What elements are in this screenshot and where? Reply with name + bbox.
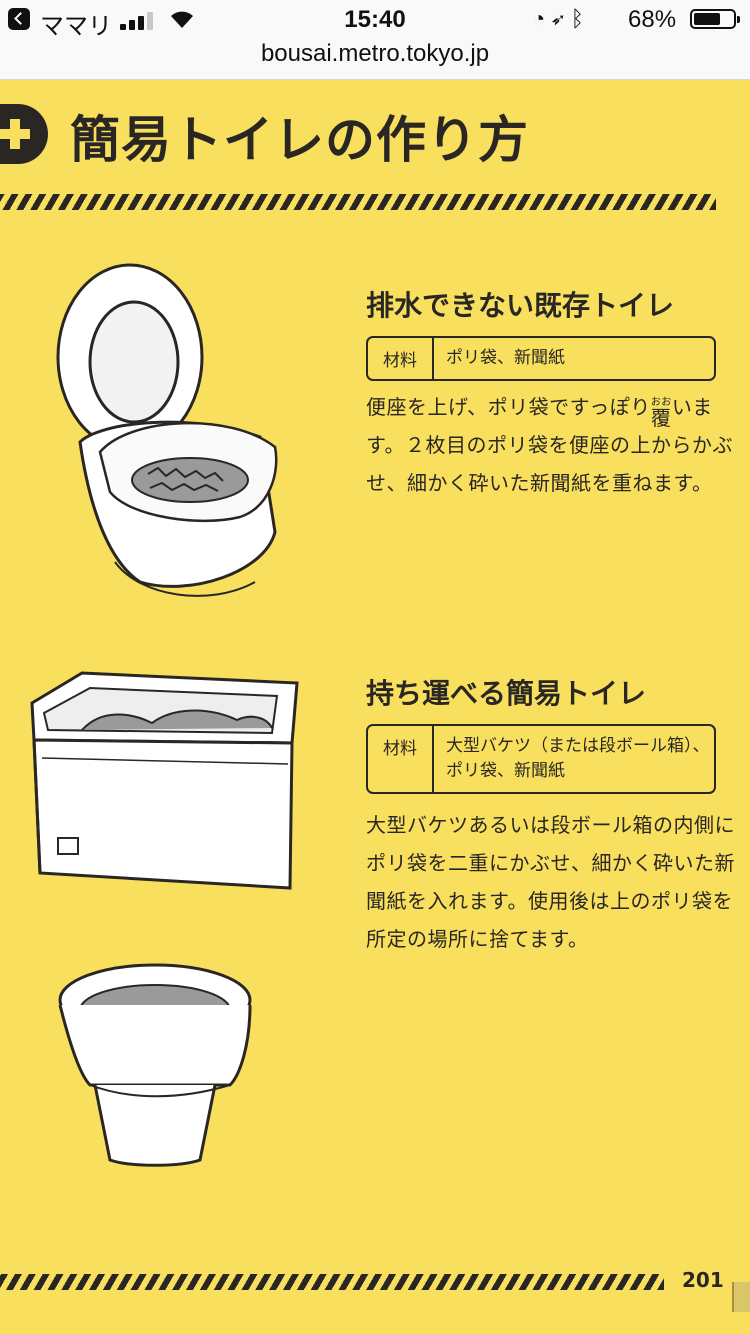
section-title: 持ち運べる簡易トイレ xyxy=(366,677,647,710)
page-title: 簡易トイレの作り方 xyxy=(70,111,529,169)
body-text: 便座を上げ、ポリ袋ですっぽり xyxy=(366,395,651,419)
location-icon: ➶ xyxy=(551,6,565,31)
ruby-reading: おお xyxy=(650,397,672,408)
materials-value: 大型バケツ（または段ボール箱）、 ポリ袋、新聞紙 xyxy=(434,726,710,792)
cellular-signal-icon xyxy=(120,10,156,30)
battery-level xyxy=(694,13,720,25)
section-body: 便座を上げ、ポリ袋ですっぽりおお覆います。２枚目のポリ袋を便座の上からかぶせ、細… xyxy=(366,388,736,502)
ruby-base: 覆 xyxy=(650,406,672,430)
orientation-lock-icon: ◔ xyxy=(532,6,546,31)
status-indicators: ◔ ➶ ᛒ xyxy=(532,6,584,32)
battery-icon xyxy=(690,9,740,29)
battery-percentage: 68% xyxy=(628,6,677,33)
wifi-icon xyxy=(171,11,193,28)
section-title: 排水できない既存トイレ xyxy=(366,289,675,322)
section-body: 大型バケツあるいは段ボール箱の内側にポリ袋を二重にかぶせ、細かく砕いた新聞紙を入… xyxy=(366,813,735,951)
materials-box: 材料 ポリ袋、新聞紙 xyxy=(366,336,716,381)
status-bar: ママリ 15:40 ◔ ➶ ᛒ 68% xyxy=(0,0,750,40)
materials-label: 材料 xyxy=(368,338,434,379)
hazard-stripe-divider xyxy=(0,1274,664,1290)
back-app-label[interactable]: ママリ xyxy=(40,13,112,40)
bluetooth-icon: ᛒ xyxy=(570,6,584,31)
body-text-continued: います。２枚目のポリ袋を便座の上からかぶせ、細かく砕いた新聞紙を重ねます。 xyxy=(366,395,733,495)
materials-box: 材料 大型バケツ（または段ボール箱）、 ポリ袋、新聞紙 xyxy=(366,724,716,794)
clock: 15:40 xyxy=(344,6,406,33)
bucket-toilet-illustration xyxy=(58,963,252,1167)
plus-cross-icon xyxy=(0,104,48,164)
back-to-app-icon[interactable] xyxy=(8,8,30,30)
hazard-stripe-divider xyxy=(0,194,716,210)
materials-line: ポリ袋、新聞紙 xyxy=(446,761,565,781)
page-number: 201 xyxy=(682,1268,724,1292)
materials-line: 大型バケツ（または段ボール箱）、 xyxy=(446,736,710,756)
url-text[interactable]: bousai.metro.tokyo.jp xyxy=(260,40,490,67)
next-page-edge xyxy=(732,1282,750,1312)
toilet-with-bag-illustration xyxy=(56,263,278,597)
url-bar[interactable]: bousai.metro.tokyo.jp xyxy=(0,40,750,80)
cardboard-box-toilet-illustration xyxy=(30,671,299,890)
materials-label: 材料 xyxy=(368,726,434,792)
materials-line: ポリ袋、新聞紙 xyxy=(446,348,565,368)
ruby-annotation: おお覆 xyxy=(650,397,672,430)
materials-value: ポリ袋、新聞紙 xyxy=(434,338,565,379)
